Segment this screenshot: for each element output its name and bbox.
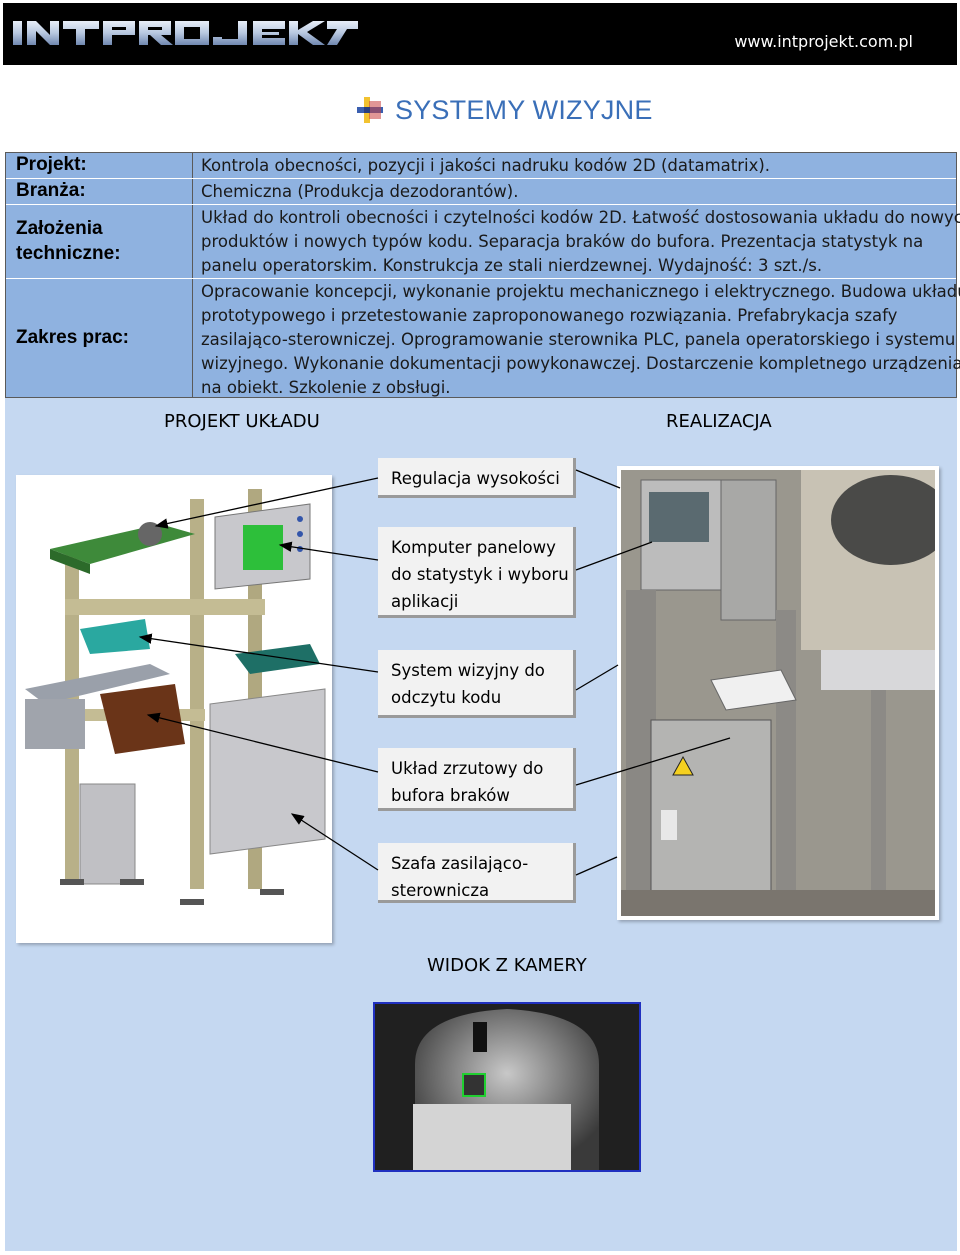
site-url[interactable]: www.intprojekt.com.pl <box>734 32 913 51</box>
callout-uklad-zrzutowy: Układ zrzutowy do bufora braków <box>378 748 576 811</box>
heading-projekt-ukladu: PROJEKT UKŁADU <box>164 411 320 432</box>
heading-widok-z-kamery: WIDOK Z KAMERY <box>427 955 587 976</box>
page-title: SYSTEMY WIZYJNE <box>395 94 653 125</box>
project-info-table: Projekt: Kontrola obecności, pozycji i j… <box>5 152 960 398</box>
camera-view-image <box>373 1002 641 1172</box>
info-row-zakres: Zakres prac: Opracowanie koncepcji, wyko… <box>6 279 960 397</box>
realization-photo <box>617 466 951 920</box>
callout-komputer-panelowy: Komputer panelowy do statystyk i wyboru … <box>378 527 576 618</box>
camera-view-drawing <box>375 1004 639 1170</box>
value-projekt: Kontrola obecności, pozycji i jakości na… <box>201 156 771 175</box>
label-branza: Branża: <box>6 179 193 204</box>
info-row-branza: Branża: Chemiczna (Produkcja dezodorantó… <box>6 179 956 205</box>
callout-szafa-zasilajaco-sterownicza: Szafa zasilająco- sterownicza <box>378 843 576 903</box>
header-bar: www.intprojekt.com.pl <box>3 3 957 65</box>
intprojekt-logo <box>13 21 358 45</box>
callout-regulacja-wysokosci: Regulacja wysokości <box>378 458 576 498</box>
machine-photo-drawing <box>621 470 951 916</box>
value-zalozenia: Układ do kontroli obecności i czytelnośc… <box>201 208 960 275</box>
page-title-block: SYSTEMY WIZYJNE <box>355 90 653 130</box>
value-branza: Chemiczna (Produkcja dezodorantów). <box>201 182 519 201</box>
callout-system-wizyjny: System wizyjny do odczytu kodu <box>378 650 576 718</box>
cross-bullet-icon <box>357 97 383 123</box>
value-zakres: Opracowanie koncepcji, wykonanie projekt… <box>201 282 960 397</box>
heading-realizacja: REALIZACJA <box>666 411 772 432</box>
label-zakres: Zakres prac: <box>6 279 193 397</box>
cad-design-image <box>16 475 332 943</box>
info-row-projekt: Projekt: Kontrola obecności, pozycji i j… <box>6 153 956 179</box>
cad-machine-drawing <box>25 489 326 905</box>
label-projekt: Projekt: <box>6 153 193 178</box>
